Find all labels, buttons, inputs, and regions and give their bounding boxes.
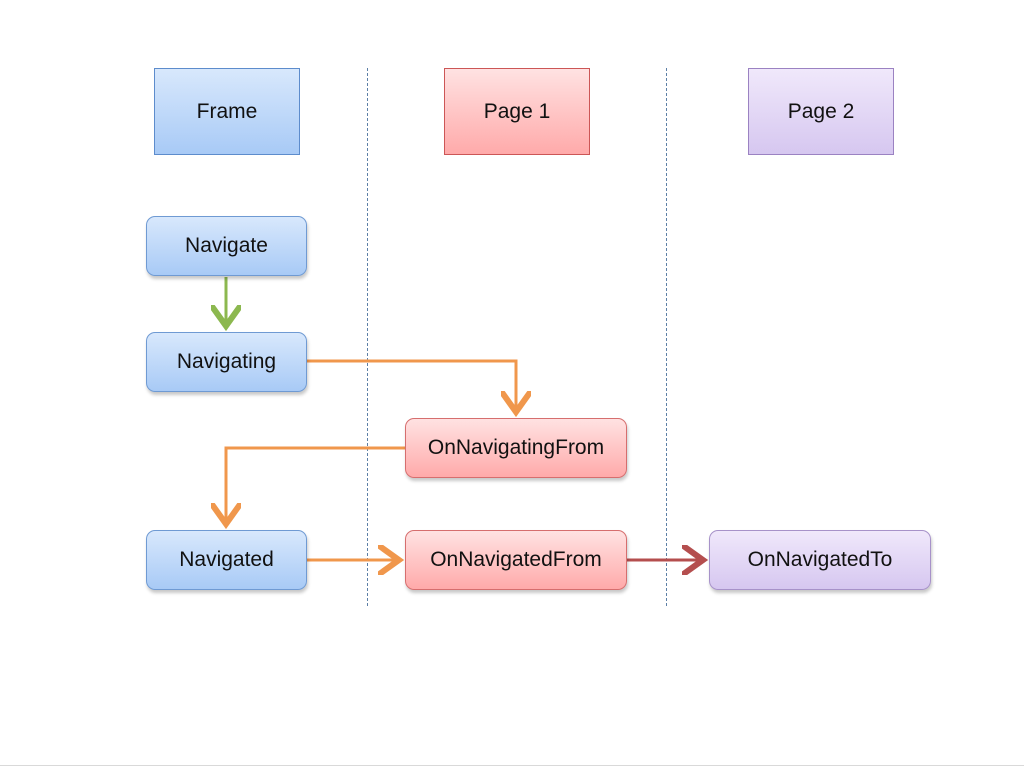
navigate-event: Navigate — [146, 216, 307, 276]
navigating-to-onnavigatingfrom-arrow — [307, 359, 516, 412]
on-navigated-from-event: OnNavigatedFrom — [405, 530, 627, 590]
column-divider-page1-page2 — [666, 68, 667, 606]
frame-column-header: Frame — [154, 68, 300, 155]
navigating-event: Navigating — [146, 332, 307, 392]
on-navigated-to-event: OnNavigatedTo — [709, 530, 931, 590]
bottom-rule — [0, 765, 1024, 766]
page1-column-header: Page 1 — [444, 68, 590, 155]
onnavigatingfrom-to-navigated-arrow — [226, 446, 406, 524]
navigated-event: Navigated — [146, 530, 307, 590]
column-divider-frame-page1 — [367, 68, 368, 606]
page2-column-header: Page 2 — [748, 68, 894, 155]
on-navigating-from-event: OnNavigatingFrom — [405, 418, 627, 478]
